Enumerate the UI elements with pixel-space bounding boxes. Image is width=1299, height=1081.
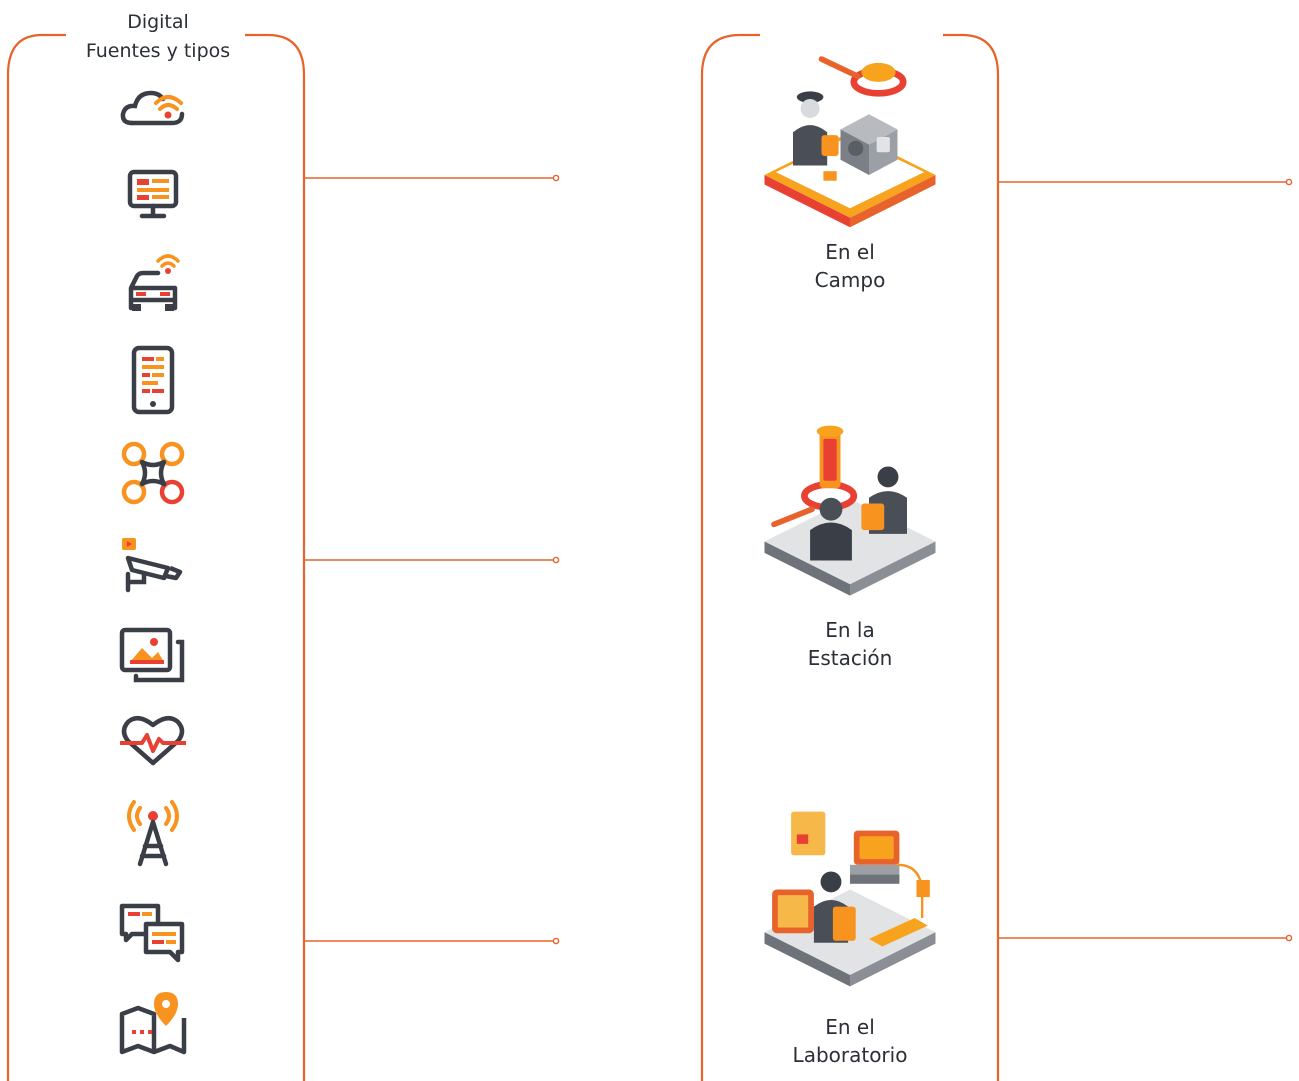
map-location-icon — [118, 988, 188, 1058]
station-caption-lab: En el Laboratorio — [750, 1013, 950, 1069]
chat-messages-icon — [118, 898, 188, 968]
security-camera-icon — [118, 530, 188, 600]
station-caption-field: En el Campo — [750, 238, 950, 294]
heart-rate-icon — [118, 705, 188, 775]
caption-line-2: Laboratorio — [792, 1043, 908, 1067]
title-line-1: Digital — [127, 11, 189, 33]
connector-dot — [1285, 934, 1293, 942]
smartphone-icon — [118, 345, 188, 415]
caption-line-1: En la — [825, 618, 875, 642]
crime-scene-illustration — [745, 42, 955, 232]
caption-line-1: En el — [825, 240, 875, 264]
connector-dot — [1285, 178, 1293, 186]
computer-monitor-icon — [118, 160, 188, 230]
station-caption-station: En la Estación — [750, 616, 950, 672]
caption-line-2: Campo — [814, 268, 886, 292]
drone-icon — [118, 438, 188, 508]
laboratory-illustration — [745, 804, 955, 994]
left-panel-border — [6, 33, 66, 1081]
connected-car-icon — [118, 248, 188, 318]
station-interview-illustration — [745, 418, 955, 608]
cloud-wifi-icon — [118, 75, 188, 145]
connector-dot — [552, 556, 560, 564]
connector-dot — [552, 174, 560, 182]
caption-line-2: Estación — [807, 646, 893, 670]
image-gallery-icon — [118, 620, 188, 690]
connector-dot — [552, 937, 560, 945]
cell-tower-icon — [118, 798, 188, 868]
title-line-2: Fuentes y tipos — [85, 40, 231, 62]
right-panel-border — [700, 33, 760, 1081]
left-panel-title: Digital Fuentes y tipos — [58, 8, 258, 66]
caption-line-1: En el — [825, 1015, 875, 1039]
